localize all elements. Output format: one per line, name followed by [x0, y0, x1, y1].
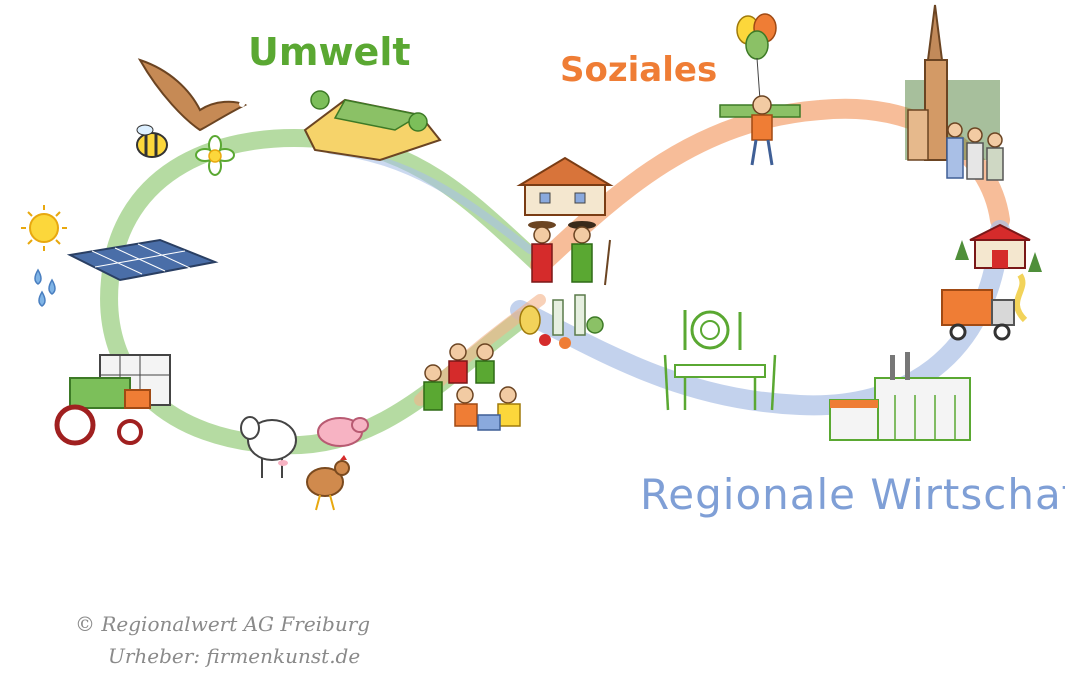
people-group-icon: [423, 343, 521, 431]
farmhouse-icon: [516, 156, 614, 216]
umwelt-label: Umwelt: [248, 30, 411, 74]
cathedral-icon: [905, 4, 1000, 161]
copyright-credit: © Regionalwert AG Freiburg: [75, 612, 371, 636]
bee-icon: [136, 124, 168, 158]
sun-icon: [21, 205, 67, 251]
tractor-icon: [54, 354, 171, 446]
cow-icon: [240, 416, 297, 478]
restaurant-table-icon: [663, 310, 777, 411]
eagle-icon: [137, 58, 248, 132]
pig-icon: [317, 417, 369, 447]
solar-panels-icon: [66, 238, 219, 282]
factory-icon: [829, 352, 971, 441]
wirtschaft-loop-stroke: [510, 220, 1010, 416]
barn-icon: [955, 223, 1042, 323]
umwelt-loop-stroke: [100, 129, 549, 455]
truck-icon: [941, 289, 1015, 341]
soziales-label: Soziales: [560, 50, 718, 90]
citizens-icon: [946, 122, 1004, 181]
farmers-icon: [528, 221, 611, 286]
produce-icon: [519, 294, 604, 349]
author-credit: Urheber: firmenkunst.de: [108, 644, 361, 668]
infinity-loop: [100, 98, 1010, 455]
balloon-child-icon: [719, 13, 801, 166]
raindrops-icon: [34, 268, 56, 307]
chicken-icon: [306, 455, 350, 511]
flower-icon: [195, 135, 235, 176]
field-landscape-icon: [303, 90, 442, 162]
regionale-wirtschaft-label: Regionale Wirtschaft: [640, 470, 1065, 519]
